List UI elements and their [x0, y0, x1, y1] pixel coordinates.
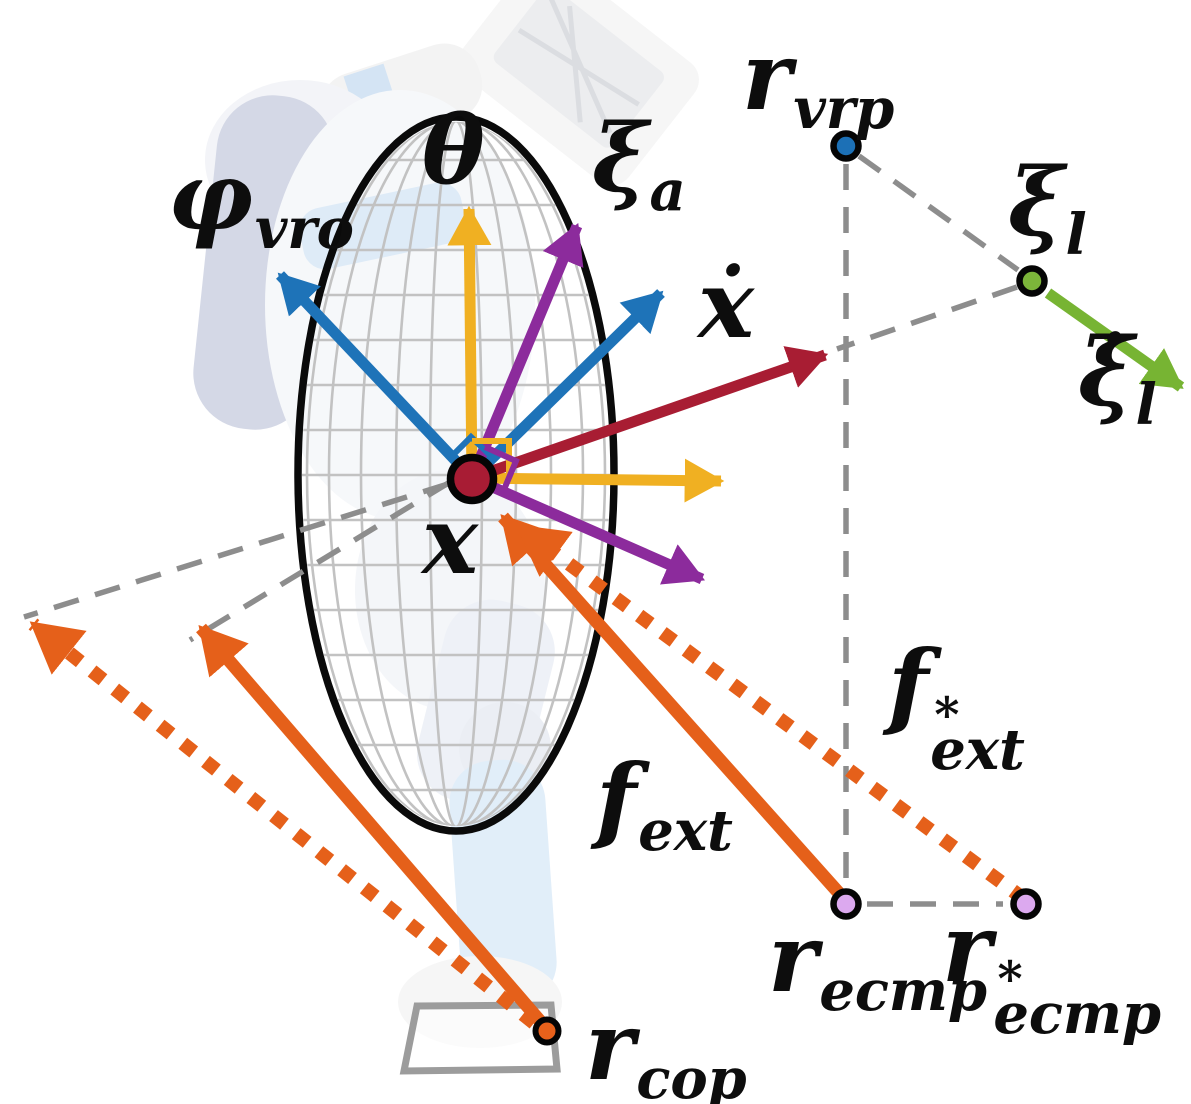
label-r-vrp: rvrp	[742, 30, 894, 137]
cop-point	[532, 1016, 562, 1046]
key-points	[446, 130, 1048, 1046]
label-f-ext-star: f∗ext	[888, 638, 1025, 778]
right-angle-yellow	[472, 438, 512, 478]
vrp-point	[830, 130, 862, 162]
label-f-ext: fext	[596, 752, 733, 859]
xi-l-point	[1016, 265, 1048, 297]
f-ext-line	[498, 512, 851, 906]
right-angle-purple	[483, 444, 520, 494]
dashed-guides	[23, 153, 1020, 907]
ecmp-point	[830, 888, 862, 920]
label-r-ecmp-star-sub: ecmp	[993, 980, 1161, 1047]
label-xi-a-sub: a	[649, 158, 686, 225]
label-x-dot-main: ẋ	[698, 250, 754, 360]
label-phi-vro-sub: vro	[254, 196, 354, 263]
label-phi-vro-main: φ	[168, 142, 253, 252]
label-r-ecmp-star: r∗ecmp	[942, 902, 1161, 1042]
xi-a-up-arrow	[466, 222, 584, 481]
label-xi-l-dot: ξ̇l	[1078, 326, 1157, 433]
label-xi-l-dot-sub: l	[1135, 372, 1157, 439]
label-f-ext-star-sup: ∗	[930, 677, 964, 734]
guide-ray-lower	[188, 479, 452, 643]
grf-line	[196, 623, 551, 1033]
label-xi-l-sub: l	[1065, 202, 1087, 269]
xi-l-dot-arrow	[1044, 288, 1185, 392]
label-r-cop: rcop	[585, 1000, 747, 1104]
label-r-vrp-sub: vrp	[793, 76, 895, 143]
guide-vrp-to-xil	[857, 153, 1020, 273]
label-r-ecmp: recmp	[768, 912, 987, 1019]
label-xi-a-main: ξ	[592, 104, 648, 214]
grf-star-line	[28, 618, 539, 1029]
label-phi-vro: φvro	[168, 150, 354, 257]
theta-axis-right-arrow	[471, 458, 725, 503]
label-theta: θ	[422, 104, 485, 198]
x-dot-arrow	[470, 346, 829, 484]
label-f-ext-star-main: f	[888, 630, 929, 740]
axis-arrows	[276, 205, 829, 585]
label-r-ecmp-star-main: r	[942, 894, 992, 1004]
label-xi-l-dot-main: ξ̇	[1078, 318, 1134, 428]
ecmp-star-point	[1010, 888, 1042, 920]
label-xi-a: ξa	[592, 112, 686, 219]
robot-head-unit	[458, 0, 699, 186]
ellipsoid-outline	[294, 113, 618, 835]
label-xi-l-main: ξ	[1008, 148, 1064, 258]
label-theta-main: θ	[422, 96, 485, 206]
force-lines	[28, 512, 1029, 1033]
phi-vro-upleft-arrow	[276, 271, 476, 482]
label-f-ext-star-sub: ext	[930, 716, 1025, 783]
guide-xil-to-xdot	[836, 284, 1018, 352]
label-x-com-main: x	[422, 486, 478, 596]
label-r-vrp-main: r	[742, 22, 792, 132]
theta-axis-up-arrow	[447, 205, 492, 479]
label-xi-l: ξl	[1008, 156, 1087, 263]
label-r-ecmp-star-sup: ∗	[993, 941, 1027, 998]
label-x-com: x	[422, 494, 478, 588]
guide-ray-upper	[23, 481, 449, 620]
xi-a-down-arrow	[469, 472, 706, 585]
right-angle-blue	[447, 432, 495, 461]
label-x-dot: ẋ	[698, 258, 754, 352]
com-point	[446, 453, 498, 505]
phi-vro-upright-arrow	[468, 289, 665, 482]
right-angle-markers	[447, 432, 520, 494]
label-f-ext-main: f	[596, 744, 637, 854]
f-ext-star-line	[514, 521, 1029, 905]
label-r-ecmp-sub: ecmp	[819, 958, 987, 1025]
label-r-cop-sub: cop	[636, 1046, 747, 1104]
label-r-ecmp-main: r	[768, 904, 818, 1014]
label-f-ext-sub: ext	[638, 798, 733, 865]
label-r-cop-main: r	[585, 992, 635, 1102]
